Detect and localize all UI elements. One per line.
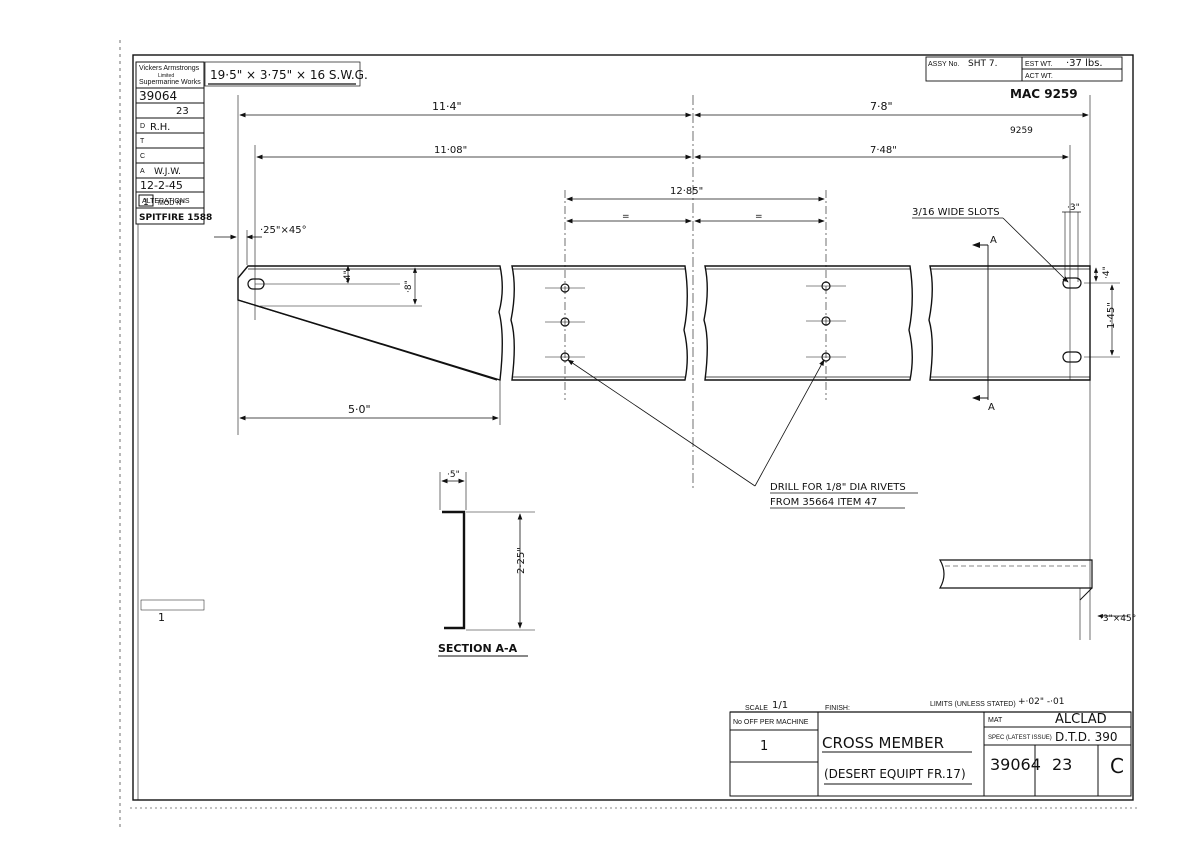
limits-value: +·02" -·01: [1018, 697, 1064, 707]
dim-left-span-second: 11·08": [434, 145, 467, 156]
dim-slot-span-right: 1·45": [1106, 302, 1117, 329]
dim-rivet-span: 12·85": [670, 186, 703, 197]
drawn-label: D: [140, 123, 145, 130]
scale-value: 1/1: [772, 700, 788, 711]
material-spec: 19·5" × 3·75" × 16 S.W.G.: [210, 68, 368, 82]
bottom-title-block: SCALE 1/1 FINISH: LIMITS (UNLESS STATED)…: [729, 697, 1132, 797]
spec-label: SPEC (LATEST ISSUE): [988, 735, 1052, 741]
dim-right-span-top: 7·8": [870, 100, 893, 113]
assy-value: SHT 7.: [968, 59, 997, 69]
section-a-a-view: ·5" 2·25" SECTION A-A: [438, 470, 535, 657]
mat-label: MAT: [988, 717, 1003, 724]
part-name-line-2: (DESERT EQUIPT FR.17): [824, 767, 966, 781]
dim-slot-offset: ·4": [343, 270, 353, 283]
mat-value: ALCLAD: [1055, 712, 1107, 727]
drill-note-line-2: FROM 35664 ITEM 47: [770, 497, 877, 508]
approved-label: A: [140, 168, 145, 175]
top-right-block: ASSY No. SHT 7. EST WT. ·37 lbs. ACT WT.…: [925, 56, 1123, 136]
company-line-3: Supermarine Works: [139, 79, 201, 86]
dim-taper-length: 5·0": [348, 403, 371, 416]
dim-section-height: 2·25": [516, 547, 527, 574]
approved-by: W.J.W.: [154, 167, 181, 177]
act-wt-label: ACT WT.: [1025, 73, 1053, 80]
dim-equal-right: =: [755, 212, 763, 222]
section-label: SECTION A-A: [438, 642, 518, 655]
checked-label: C: [140, 153, 145, 160]
section-marker: A A: [972, 235, 997, 413]
slots-note: 3/16 WIDE SLOTS: [912, 207, 1000, 218]
est-wt-value: ·37 lbs.: [1066, 58, 1103, 69]
side-note: 1: [158, 611, 165, 624]
left-drawing-number: 39064: [139, 89, 177, 103]
bottom-drawing-number: 39064: [990, 755, 1041, 774]
dim-corner-chamfer: ·3"×45°: [1100, 614, 1136, 624]
dim-equal-left: =: [622, 212, 630, 222]
limits-label: LIMITS (UNLESS STATED): [930, 701, 1016, 708]
dim-flange-width: ·5": [447, 470, 460, 480]
spec-value: D.T.D. 390: [1055, 730, 1118, 744]
revision-letter: C: [1110, 754, 1124, 778]
drawn-by: R.H.: [150, 122, 170, 133]
dim-slot-top-right: ·4": [1102, 266, 1112, 279]
dim-slot-pitch-right: ·3": [1067, 203, 1080, 213]
dim-right-span-second: 7·48": [870, 145, 897, 156]
traced-label: T: [140, 138, 145, 145]
left-sheet-suffix: 23: [176, 106, 189, 117]
left-title-block: Vickers Armstrongs Limited Supermarine W…: [135, 61, 212, 800]
mac-number: MAC 9259: [1010, 87, 1078, 101]
no-off-label: No OFF PER MACHINE: [733, 719, 809, 726]
scale-label: SCALE: [745, 705, 768, 712]
bottom-sheet-number: 23: [1052, 755, 1072, 774]
part-name-line-1: CROSS MEMBER: [822, 734, 944, 752]
company-line-2: Limited: [158, 73, 174, 79]
dim-left-span-top: 11·4": [432, 100, 462, 113]
mod-label: MOD Nº: [158, 200, 184, 207]
est-wt-label: EST WT.: [1025, 61, 1053, 68]
cross-member-plan-view: 5·0" ·4" ·8" ·4" 1·45": [237, 265, 1120, 425]
mac-pencil-note: 9259: [1010, 126, 1033, 136]
finish-label: FINISH:: [825, 705, 850, 712]
dim-chamfer: ·25"×45°: [260, 225, 307, 236]
company-line-1: Vickers Armstrongs: [139, 65, 200, 72]
section-marker-bottom: A: [988, 402, 995, 413]
mod-number: 1: [143, 198, 149, 208]
left-date: 12-2-45: [140, 179, 183, 192]
section-marker-top: A: [990, 235, 997, 246]
top-dimensions: 11·4" 7·8" 11·08" 7·48" 12·85" = = ·25"×…: [214, 95, 1091, 640]
assy-label: ASSY No.: [928, 61, 959, 68]
drill-note-line-1: DRILL FOR 1/8" DIA RIVETS: [770, 482, 906, 493]
dim-depth: ·8": [404, 280, 414, 293]
end-detail-view: ·3"×45°: [938, 559, 1136, 640]
sheet-border: [119, 40, 1140, 830]
alterations-label: ALTERATIONS: [142, 198, 190, 205]
spitfire-reference: SPITFIRE 1588: [139, 213, 212, 223]
no-off-value: 1: [760, 739, 768, 754]
